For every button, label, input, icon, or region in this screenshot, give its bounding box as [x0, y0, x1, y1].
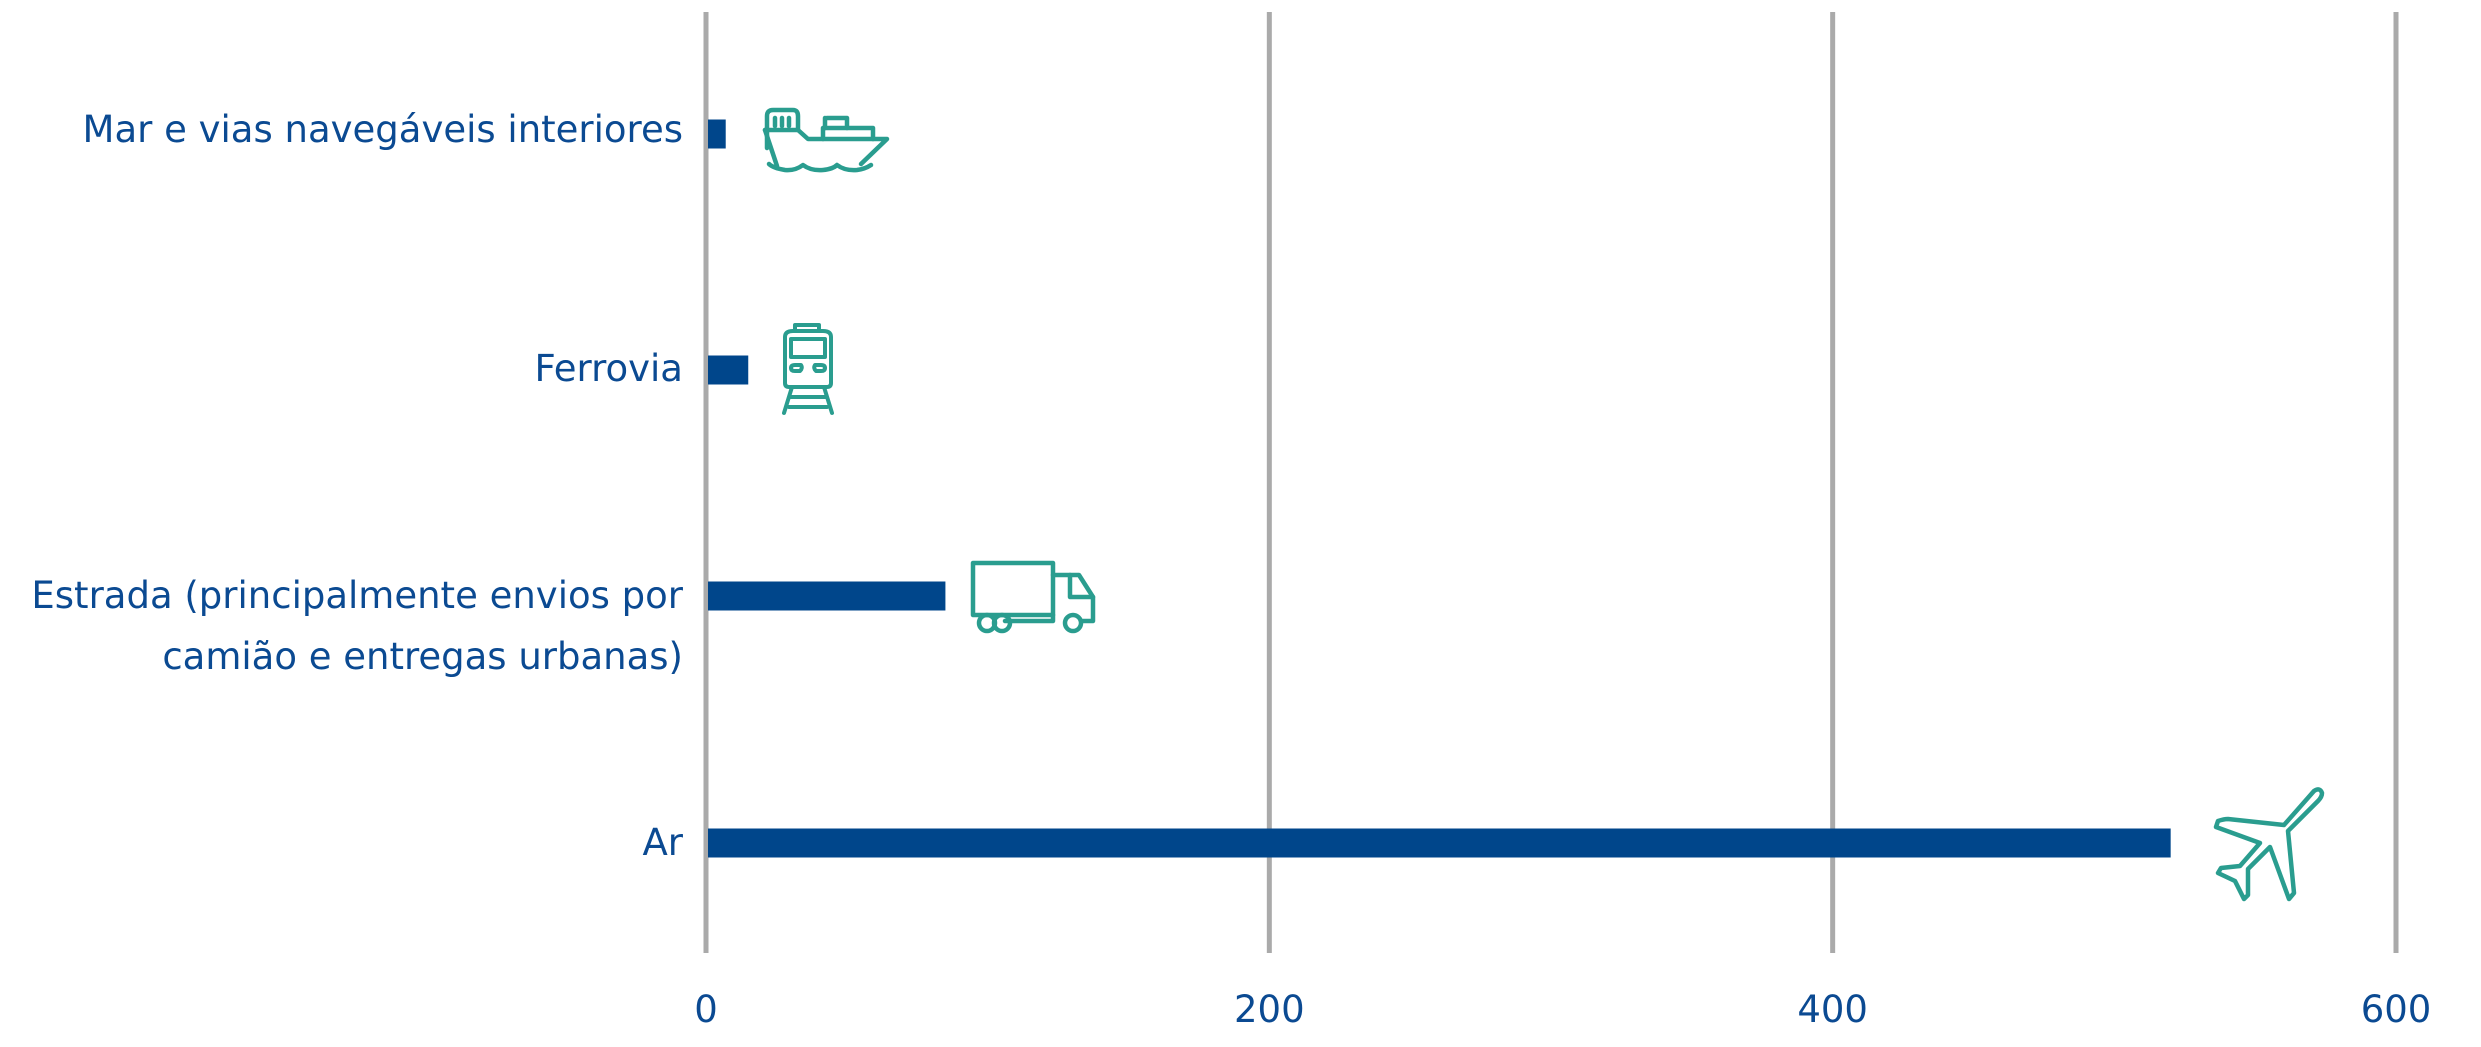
category-label-road: Estrada (principalmente envios por camiã… [31, 565, 683, 687]
x-tick-label-200: 200 [1234, 988, 1305, 1031]
bar-road [708, 581, 946, 611]
truck-icon [970, 560, 1096, 634]
bar-air [708, 828, 2171, 858]
x-tick-label-0: 0 [694, 988, 718, 1031]
category-label-rail-text: Ferrovia [534, 347, 683, 390]
category-label-sea: Mar e vias navegáveis interiores [83, 99, 683, 160]
category-label-sea-text: Mar e vias navegáveis interiores [82, 108, 683, 151]
category-icons [762, 107, 2325, 902]
grid-lines [703, 12, 2399, 953]
train-icon [782, 323, 834, 415]
x-tick-label-400: 400 [1797, 988, 1868, 1031]
bars [708, 119, 2171, 858]
category-label-air-text: Ar [642, 821, 683, 864]
bar-sea [708, 119, 726, 149]
category-label-road-line1: Estrada (principalmente envios por [31, 574, 683, 617]
category-label-road-line2: camião e entregas urbanas) [162, 635, 683, 678]
bar-rail [708, 355, 749, 385]
category-label-air: Ar [642, 812, 683, 873]
x-tick-label-600: 600 [2360, 988, 2432, 1031]
ship-icon [762, 107, 890, 173]
airplane-icon [2213, 787, 2325, 902]
category-label-rail: Ferrovia [535, 338, 683, 399]
